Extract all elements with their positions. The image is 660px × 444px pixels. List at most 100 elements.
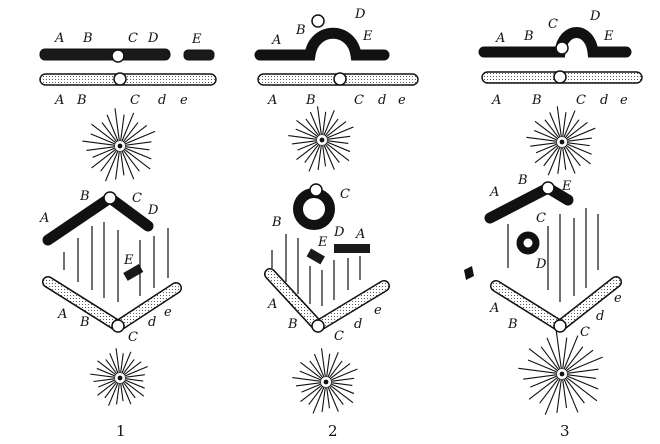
label-C: C bbox=[334, 329, 344, 344]
aster-ray bbox=[309, 111, 321, 136]
label-C: C bbox=[340, 187, 350, 202]
label-e: e bbox=[614, 291, 622, 306]
panel-number: 3 bbox=[560, 422, 570, 440]
centromere bbox=[111, 319, 125, 333]
aster-ray bbox=[565, 144, 591, 165]
label-E: E bbox=[362, 29, 373, 44]
label-A: A bbox=[271, 33, 281, 48]
aster-ray bbox=[104, 381, 118, 399]
aster-ray bbox=[565, 376, 598, 402]
aster-ray bbox=[124, 147, 152, 160]
centromere bbox=[111, 49, 125, 63]
panel-3-mid-dark-chromosome bbox=[484, 181, 574, 224]
label-A: A bbox=[54, 31, 64, 46]
label-A: A bbox=[54, 93, 64, 108]
aster-ray bbox=[312, 386, 325, 414]
aster-ray bbox=[300, 384, 323, 403]
label-C: C bbox=[548, 17, 558, 32]
panel-3: A B C D E A B C d e A B E C D bbox=[478, 9, 643, 440]
aster-ray bbox=[295, 128, 318, 139]
aster-ray bbox=[122, 122, 139, 143]
aster-ray bbox=[82, 140, 116, 146]
aster-ray bbox=[566, 137, 592, 142]
aster-ray bbox=[123, 148, 151, 170]
aster-ray bbox=[313, 353, 325, 378]
aster-ray bbox=[301, 383, 322, 393]
label-B: B bbox=[76, 93, 87, 108]
aster-ray bbox=[518, 367, 558, 374]
aster-ray bbox=[93, 378, 116, 383]
label-B: B bbox=[305, 93, 316, 108]
centriole bbox=[319, 137, 325, 143]
label-D: D bbox=[589, 9, 601, 24]
label-d: d bbox=[148, 315, 156, 330]
aster-ray bbox=[317, 144, 322, 171]
aster-ray bbox=[115, 382, 120, 405]
label-B: B bbox=[295, 23, 306, 38]
aster-ray bbox=[292, 377, 322, 382]
panel-2-spindle-threads bbox=[271, 234, 361, 306]
label-A: A bbox=[355, 227, 365, 242]
aster-ray bbox=[308, 144, 321, 172]
aster-ray bbox=[544, 119, 560, 139]
panel-1-mid-dark-chromosome bbox=[42, 191, 154, 246]
label-A: A bbox=[489, 185, 499, 200]
centriole bbox=[559, 371, 565, 377]
aster-ray bbox=[565, 349, 594, 372]
panel-number: 1 bbox=[116, 422, 126, 440]
label-B: B bbox=[82, 31, 93, 46]
centromere bbox=[555, 41, 569, 55]
aster-ray bbox=[120, 114, 125, 142]
aster-ray bbox=[566, 368, 599, 374]
label-B: B bbox=[517, 173, 528, 188]
label-D: D bbox=[147, 203, 159, 218]
aster-ray bbox=[564, 346, 584, 371]
aster-ray bbox=[534, 144, 559, 164]
aster-ray bbox=[327, 386, 339, 412]
panel-2-upper-centrosome bbox=[288, 106, 354, 172]
label-D: D bbox=[333, 225, 345, 240]
aster-ray bbox=[297, 141, 318, 151]
aster-ray bbox=[563, 146, 576, 174]
label-A: A bbox=[489, 301, 499, 316]
centromere bbox=[333, 72, 347, 86]
aster-ray bbox=[123, 124, 148, 144]
panel-1-lower-centrosome bbox=[90, 348, 148, 406]
aster-ray bbox=[546, 337, 561, 370]
aster-ray bbox=[323, 110, 335, 136]
aster-ray bbox=[564, 145, 581, 167]
centromere bbox=[311, 14, 325, 28]
panel-3-mid-light-chromosome bbox=[490, 276, 622, 333]
aster-ray bbox=[100, 149, 118, 172]
aster-ray bbox=[121, 351, 132, 374]
aster-ray bbox=[549, 112, 561, 138]
label-A: A bbox=[267, 297, 277, 312]
label-D: D bbox=[535, 257, 547, 272]
aster-ray bbox=[120, 150, 125, 176]
aster-ray bbox=[124, 146, 150, 151]
centromere bbox=[553, 319, 567, 333]
aster-ray bbox=[97, 360, 117, 376]
centromere bbox=[309, 183, 323, 197]
panel-3-top-dark-chromosome bbox=[478, 27, 632, 58]
aster-ray bbox=[321, 386, 326, 413]
label-C: C bbox=[132, 191, 142, 206]
aster-ray bbox=[91, 123, 117, 144]
aster-ray bbox=[528, 348, 559, 372]
label-B: B bbox=[79, 189, 90, 204]
aster-ray bbox=[124, 379, 145, 389]
aster-ray bbox=[322, 144, 327, 167]
label-d: d bbox=[596, 309, 604, 324]
aster-ray bbox=[115, 348, 120, 374]
label-E: E bbox=[123, 253, 134, 268]
label-C: C bbox=[128, 330, 138, 345]
aster-ray bbox=[566, 375, 599, 390]
label-A: A bbox=[491, 93, 501, 108]
aster-ray bbox=[305, 118, 320, 137]
aster-ray bbox=[563, 335, 579, 370]
aster-ray bbox=[330, 368, 358, 381]
aster-ray bbox=[326, 135, 351, 140]
aster-ray bbox=[557, 146, 562, 174]
aster-ray bbox=[108, 382, 119, 406]
aster-ray bbox=[539, 377, 560, 404]
